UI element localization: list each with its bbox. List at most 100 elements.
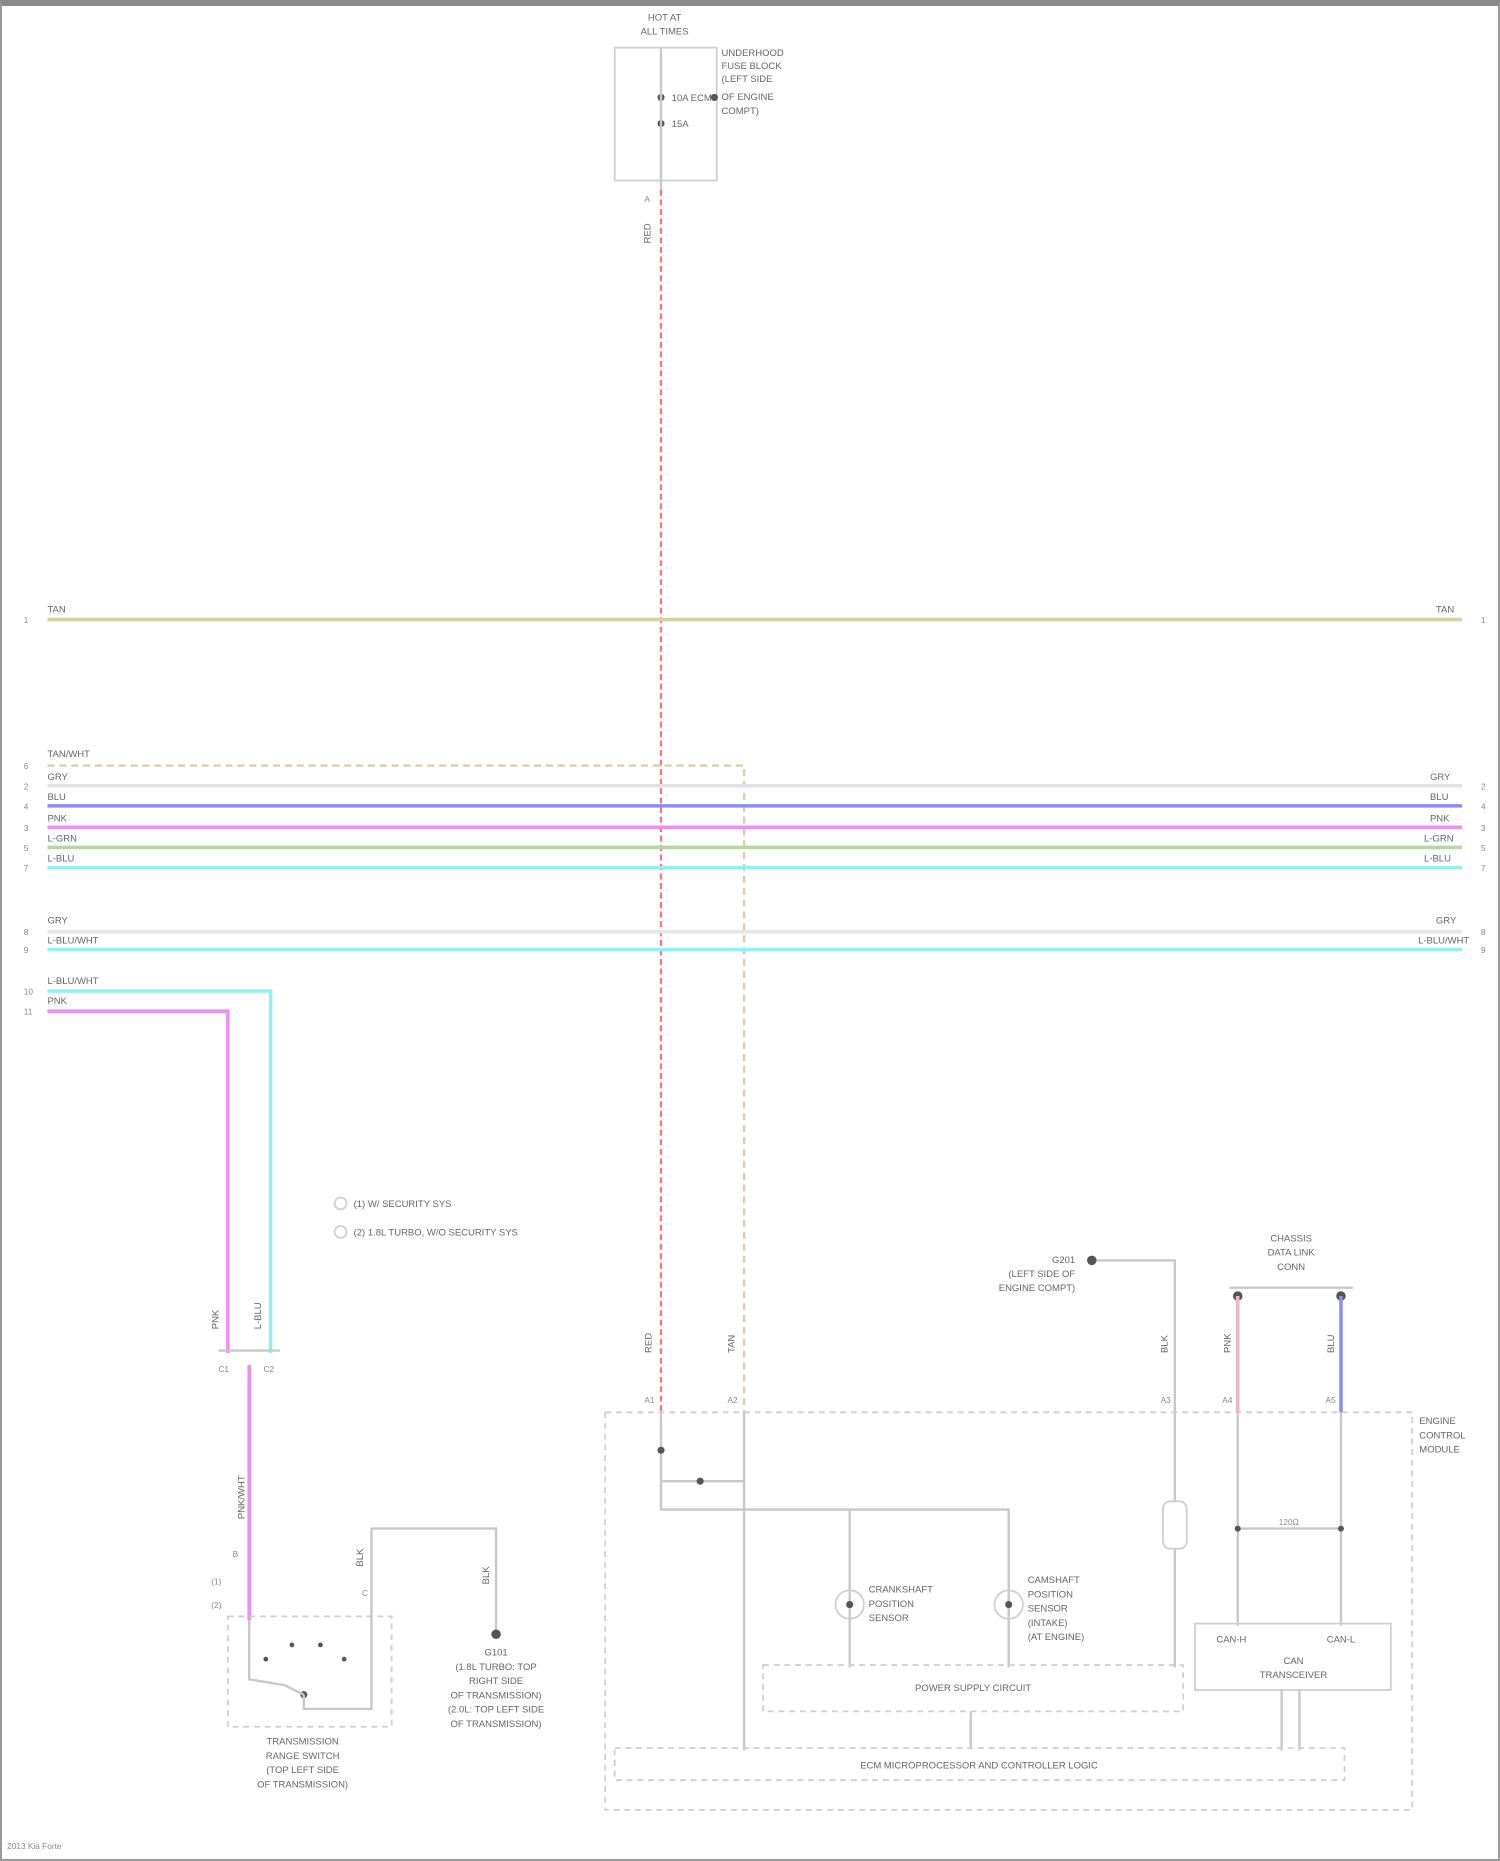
pin-label: A4 — [1222, 1395, 1233, 1405]
wire-label: L-BLU — [253, 1302, 264, 1329]
transceiver-label: CAN-L — [1327, 1635, 1355, 1646]
pin-label: 5 — [1481, 843, 1486, 853]
pin-label: A5 — [1326, 1395, 1337, 1405]
dlc-label: CHASSIS — [1270, 1233, 1312, 1244]
note: (2) 1.8L TURBO, W/O SECURITY SYS — [354, 1227, 518, 1238]
pin-label: (1) — [211, 1576, 221, 1586]
pin-label: 3 — [1481, 823, 1486, 833]
ground-label: OF TRANSMISSION) — [451, 1719, 542, 1730]
sensor-label: POSITION — [1028, 1589, 1073, 1600]
sensor-label: (AT ENGINE) — [1028, 1632, 1085, 1643]
pin-label: 10 — [24, 987, 34, 997]
sensor-label: (INTAKE) — [1028, 1618, 1068, 1629]
wire-label: L-BLU/WHT — [1418, 936, 1469, 947]
ground-label: (2.0L: TOP LEFT SIDE — [448, 1705, 544, 1716]
wire-label: RED — [644, 1333, 655, 1353]
pin-label: 8 — [24, 927, 29, 937]
fuse-block-label: UNDERHOOD — [722, 48, 784, 59]
wire-label: PNK/WHT — [236, 1475, 247, 1519]
fuse-block-label: FUSE BLOCK — [722, 61, 783, 72]
engine-control-module: ENGINE CONTROL MODULE RED TAN A1 A2 CRAN… — [605, 1233, 1465, 1809]
fuse-label: 15A — [672, 119, 690, 130]
pin-label: (2) — [211, 1600, 221, 1610]
termination-resistor-label: 120Ω — [1279, 1517, 1299, 1527]
pin-label: 2 — [24, 781, 29, 791]
transceiver-label: CAN-H — [1216, 1635, 1246, 1646]
component-label: (TOP LEFT SIDE — [266, 1765, 339, 1776]
range-switch-box — [228, 1616, 392, 1726]
wire-label: TAN — [727, 1335, 738, 1353]
fuse-block: HOT AT ALL TIMES UNDERHOOD FUSE BLOCK (L… — [615, 12, 784, 243]
fuse-block-label: OF ENGINE — [722, 92, 774, 103]
footer-text: 2013 Kia Forte — [7, 1841, 62, 1851]
wire-label: TAN — [47, 604, 65, 615]
wire-label: TAN — [1436, 604, 1454, 615]
wire-label: L-BLU — [47, 854, 74, 865]
wire-pink-branch — [47, 1011, 227, 1353]
wire-label-red: RED — [642, 223, 653, 243]
dlc-label: DATA LINK — [1268, 1248, 1316, 1259]
fuse-block-label: COMPT) — [722, 106, 759, 117]
ground-label: ENGINE COMPT) — [999, 1283, 1075, 1294]
ground-label: (1.8L TURBO: TOP — [455, 1662, 536, 1673]
resistor-icon — [1163, 1501, 1187, 1548]
microprocessor-label: ECM MICROPROCESSOR AND CONTROLLER LOGIC — [860, 1760, 1098, 1771]
sensor-label: SENSOR — [869, 1613, 909, 1624]
ecm-label: ENGINE — [1419, 1416, 1455, 1427]
pin-label: A — [644, 194, 650, 204]
ecm-label: MODULE — [1419, 1445, 1460, 1456]
wire-label: L-GRN — [1424, 833, 1454, 844]
wire-label: PNK — [47, 996, 67, 1007]
power-supply-label: POWER SUPPLY CIRCUIT — [915, 1683, 1031, 1694]
pin-label: 7 — [1481, 863, 1486, 873]
bus-wires: TAN TAN 1 1 TAN/WHT 6 GRY BLU PNK L-GRN … — [24, 604, 1486, 1412]
wire-label: PNK — [210, 1309, 221, 1329]
wire-label: PNK — [47, 813, 67, 824]
pin-label: A1 — [644, 1395, 655, 1405]
wire-label: PNK — [1223, 1333, 1234, 1353]
pin-label: 8 — [1481, 927, 1486, 937]
wire-black — [304, 1529, 496, 1709]
ground-label: OF TRANSMISSION) — [451, 1690, 542, 1701]
wire-label: BLK — [1160, 1334, 1171, 1353]
hot-label: HOT AT — [648, 12, 682, 23]
wire-label: GRY — [1430, 772, 1451, 783]
fuse-block-label: (LEFT SIDE — [722, 74, 773, 85]
pin-label: 11 — [24, 1007, 33, 1017]
pin-label: 6 — [24, 761, 29, 771]
wire-label: GRY — [1436, 915, 1457, 926]
wire-label: BLU — [47, 792, 66, 803]
pin-label: 7 — [24, 863, 29, 873]
sensor-label: CRANKSHAFT — [869, 1585, 933, 1596]
wire-label: L-BLU — [1424, 854, 1451, 865]
pin-label: 3 — [24, 823, 29, 833]
component-label: TRANSMISSION — [267, 1737, 339, 1748]
ground-label: (LEFT SIDE OF — [1008, 1269, 1075, 1280]
ecm-label: CONTROL — [1419, 1430, 1465, 1441]
wire-label: BLU — [1430, 792, 1449, 803]
wire-label: L-BLU/WHT — [47, 936, 98, 947]
transceiver-label: TRANSCEIVER — [1260, 1670, 1328, 1681]
ground-label: G201 — [1052, 1255, 1075, 1266]
pin-label: 2 — [1481, 781, 1486, 791]
component-label: RANGE SWITCH — [266, 1751, 340, 1762]
ground-label: RIGHT SIDE — [469, 1676, 523, 1687]
pin-label: 1 — [1481, 615, 1486, 625]
wire-label: TAN/WHT — [47, 749, 90, 760]
fuse-block-box — [615, 48, 717, 181]
pin-label: 5 — [24, 843, 29, 853]
ground-g201-icon — [1087, 1256, 1096, 1265]
sensor-label: POSITION — [869, 1599, 914, 1610]
sensor-label: SENSOR — [1028, 1604, 1068, 1615]
wire-tan-white — [47, 766, 744, 1413]
pin-label: A2 — [727, 1395, 738, 1405]
fuse-label: 10A ECM — [672, 93, 712, 104]
pin-label: C1 — [218, 1364, 229, 1374]
hot-label-2: ALL TIMES — [641, 27, 689, 38]
component-label: OF TRANSMISSION) — [257, 1779, 348, 1790]
wire-label: BLK — [481, 1566, 492, 1585]
wire-label: GRY — [47, 772, 68, 783]
wire-light-blue-branch — [47, 991, 270, 1353]
wire-label: PNK — [1430, 813, 1450, 824]
